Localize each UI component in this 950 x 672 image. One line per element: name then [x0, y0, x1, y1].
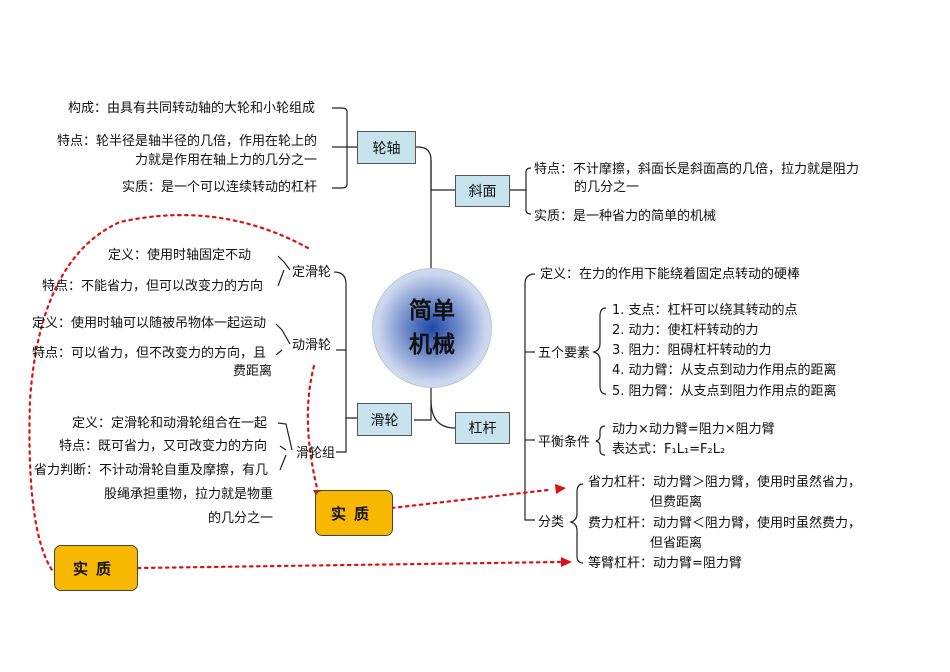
dotted-arrow-essence1-to-class: [390, 488, 550, 510]
dong-feature-line2: 费距离: [233, 364, 273, 379]
dong-feature-line1: 特点：可以省力，但不改变力的方向，且: [32, 346, 267, 361]
dong-definition: 定义：使用时轴可以随被吊物体一起运动: [32, 316, 267, 331]
brace-elements: [592, 307, 607, 395]
ding-label: 定滑轮: [292, 265, 332, 280]
center-node-simple-machines: 简单 机械: [372, 268, 492, 388]
ganggan-elements-label: 五个要素: [538, 346, 591, 361]
xiemian-essence: 实质：是一种省力的简单的机械: [534, 209, 717, 224]
zu-judge-line1: 省力判断：不计动滑轮自重及摩擦，有几: [34, 463, 269, 478]
lunzhou-feature-line2: 力就是作用在轴上力的几分之一: [135, 153, 318, 168]
element-item-1: 1. 支点：杠杆可以绕其转动的点: [612, 303, 798, 318]
zu-label: 滑轮组: [296, 446, 336, 461]
node-xiemian: 斜面: [455, 175, 510, 207]
essence-box-1: 实质: [315, 490, 393, 536]
ganggan-class-label: 分类: [538, 515, 565, 530]
balance-expression: 表达式：F₁L₁=F₂L₂: [612, 441, 725, 458]
connector-center-lunzhou: [414, 146, 432, 268]
dotted-arrow-dong-to-essence1: [306, 364, 320, 494]
ganggan-balance-label: 平衡条件: [538, 435, 591, 450]
ding-feature: 特点：不能省力，但可以改变力的方向: [42, 279, 264, 294]
bracket-lunzhou: [332, 107, 357, 148]
lunzhou-feature-line1: 特点：轮半径是轴半径的几倍，作用在轮上的: [57, 134, 318, 149]
bracket-hualun: [333, 271, 357, 419]
center-title-line2: 机械: [409, 332, 455, 358]
connector-center-ganggan: [430, 399, 456, 429]
balance-formula: F₁L₁=F₂L₂: [664, 442, 726, 457]
ganggan-definition: 定义：在力的作用下能绕着固定点转动的硬棒: [540, 267, 801, 282]
class-force-saving-line1: 省力杠杆：动力臂＞阻力臂，使用时虽然省力，: [588, 475, 862, 490]
element-item-3: 3. 阻力：阻碍杠杆转动的力: [612, 343, 772, 358]
lunzhou-essence: 实质：是一个可以连续转动的杠杆: [122, 180, 318, 195]
class-force-costing-line1: 费力杠杆：动力臂＜阻力臂，使用时虽然费力，: [588, 516, 862, 531]
class-force-saving-line2: 但费距离: [650, 495, 703, 510]
element-item-5: 5. 阻力臂：从支点到阻力作用点的距离: [612, 384, 837, 399]
lunzhou-composition: 构成：由具有共同转动轴的大轮和小轮组成: [68, 101, 316, 116]
bracket-ganggan: [524, 273, 536, 428]
center-title-line1: 简单: [409, 298, 455, 324]
class-equal-arm: 等臂杠杆：动力臂=阻力臂: [588, 556, 742, 571]
node-lunzhou: 轮轴: [357, 131, 416, 164]
zu-feature: 特点：既可省力，又可改变力的方向: [59, 439, 268, 454]
essence-box-2: 实质: [54, 545, 138, 591]
zu-definition: 定义：定滑轮和动滑轮组合在一起: [72, 416, 268, 431]
xiemian-feature-line2: 的几分之一: [574, 180, 640, 195]
balance-expression-prefix: 表达式：: [612, 442, 665, 457]
element-item-4: 4. 动力臂：从支点到动力作用点的距离: [612, 363, 837, 378]
ding-definition: 定义：使用时轴固定不动: [108, 248, 252, 263]
dotted-arrow-essence2-to-class: [136, 560, 562, 570]
zu-judge-line2: 股绳承担重物，拉力就是物重: [104, 487, 274, 502]
connector-center-hualun: [414, 386, 432, 421]
element-item-2: 2. 动力：使杠杆转动的力: [612, 323, 759, 338]
zu-judge-line3: 的几分之一: [208, 511, 274, 526]
dotted-arrow-ding-to-essence2: [28, 214, 310, 572]
dong-label: 动滑轮: [292, 338, 332, 353]
brace-class: [569, 483, 584, 564]
xiemian-feature-line1: 特点：不计摩擦，斜面长是斜面高的几倍，拉力就是阻力: [534, 162, 860, 177]
brace-balance: [595, 425, 606, 456]
connector-center-xiemian: [430, 160, 455, 191]
class-force-costing-line2: 但省距离: [650, 536, 703, 551]
node-ganggan: 杠杆: [455, 412, 510, 444]
node-hualun: 滑轮: [357, 403, 412, 436]
balance-condition: 动力×动力臂=阻力×阻力臂: [612, 422, 775, 437]
